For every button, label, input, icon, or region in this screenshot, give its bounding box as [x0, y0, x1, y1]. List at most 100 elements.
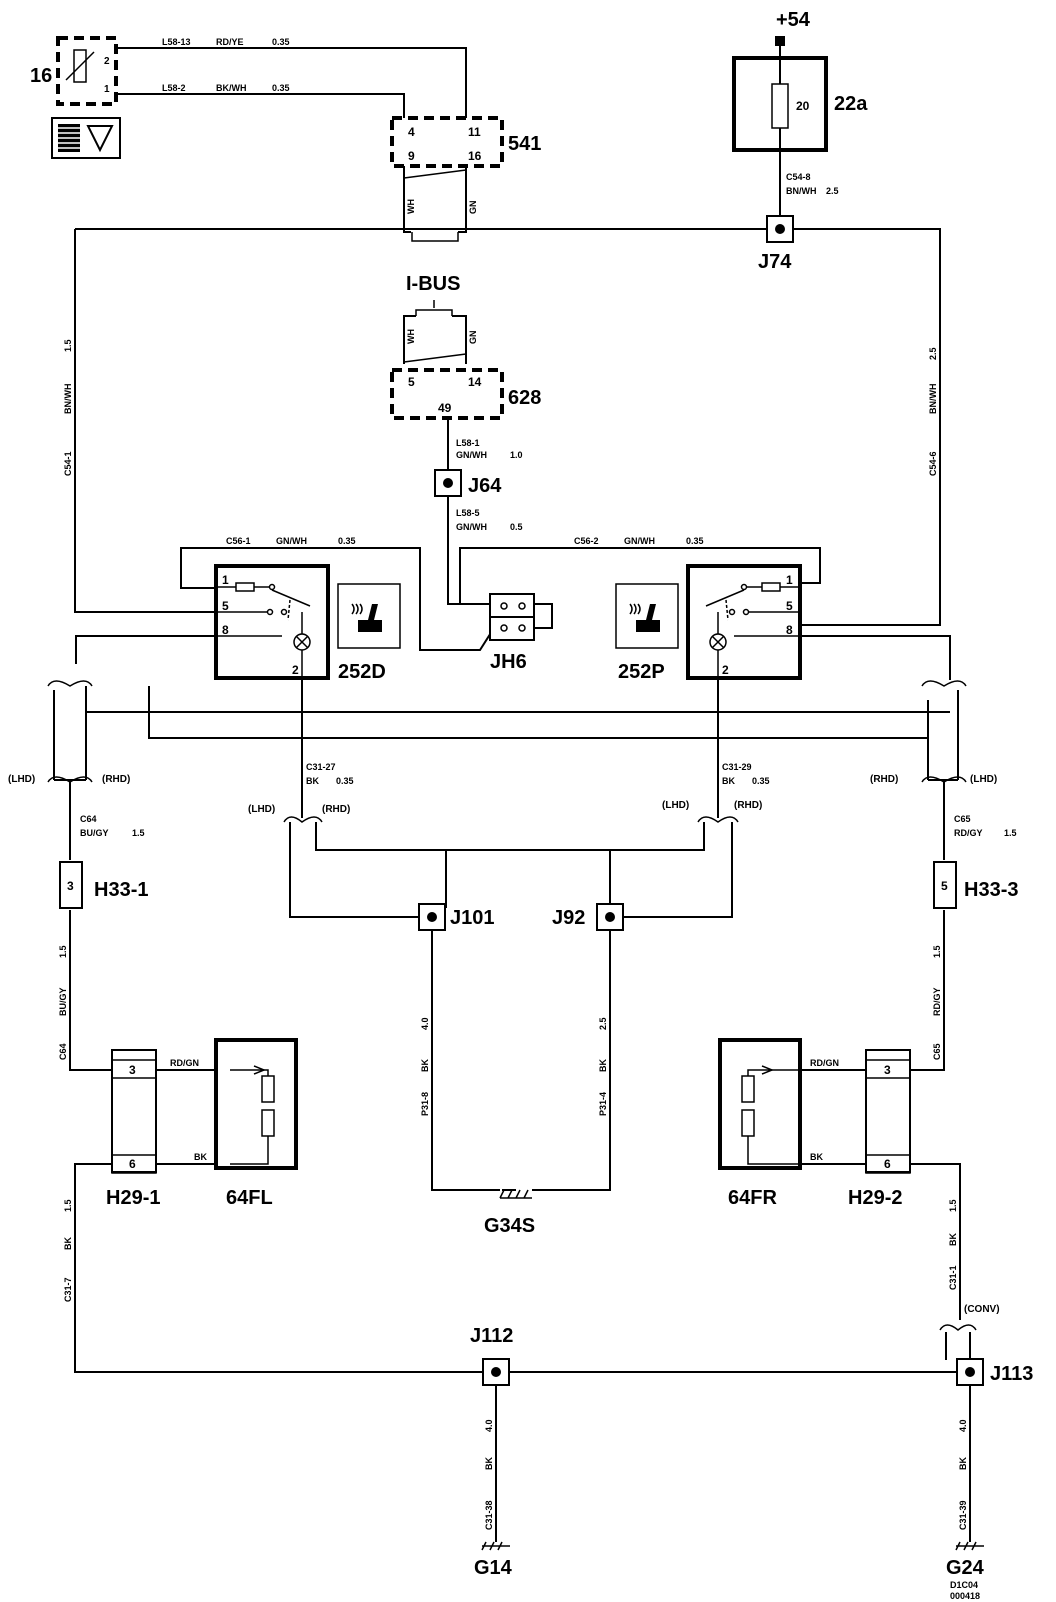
pin-h29-2-6: 6	[884, 1157, 891, 1171]
heater-64fl	[214, 1038, 298, 1170]
pin-252d-5: 5	[222, 599, 229, 613]
wire-size-c64-lower: 1.5	[58, 945, 68, 958]
variant-rhd-252d: (RHD)	[322, 804, 350, 815]
pin-628-14: 14	[468, 375, 482, 389]
wire-label-l58-5: L58-5	[456, 508, 480, 518]
wire-label-c65: C65	[954, 814, 971, 824]
connector-h29-1-frame	[111, 1049, 157, 1173]
wire-ibus-gn-top	[458, 162, 467, 233]
wire-ibus-gn-bottom	[452, 315, 467, 364]
pin-252d-8: 8	[222, 623, 229, 637]
wire-color-c64-lower: BU/GY	[58, 987, 68, 1016]
wire-size-c65: 1.5	[1004, 828, 1017, 838]
wire-size-l58-1: 1.0	[510, 450, 523, 460]
label-j101: J101	[450, 907, 495, 929]
junction-j113	[956, 1358, 984, 1386]
switch-252d-frame	[214, 564, 330, 680]
wire-size-c56-1: 0.35	[338, 536, 356, 546]
wire-color-c31-29: BK	[722, 776, 735, 786]
wire-label-c64-lower: C64	[58, 1043, 68, 1060]
wire-size-c56-2: 0.35	[686, 536, 704, 546]
label-fuse-20: 20	[796, 99, 810, 113]
wire-p31-4	[532, 930, 611, 1191]
wire-size-p31-8: 4.0	[420, 1017, 430, 1030]
wire-label-c54-6: C54-6	[928, 451, 938, 476]
label-252d: 252D	[338, 661, 386, 683]
ground-icon	[499, 1189, 532, 1199]
variant-rhd-252p: (RHD)	[734, 800, 762, 811]
pin-h29-1-3: 3	[129, 1063, 136, 1077]
split-symbol-conv	[939, 1324, 977, 1331]
wire-color-p31-8: BK	[420, 1059, 430, 1072]
heater-64fr	[718, 1038, 802, 1170]
module-541-box	[390, 116, 504, 168]
wire-c31-29-lhd	[445, 822, 705, 908]
seat-heater-icon	[337, 583, 401, 649]
wire-c56-2	[459, 547, 821, 605]
split-symbol-252p	[697, 816, 739, 823]
wire-label-l58-2: L58-2	[162, 83, 186, 93]
label-h29-2: H29-2	[848, 1187, 902, 1209]
wire-label-c31-27: C31-27	[306, 762, 336, 772]
wire-rhd-left-a	[85, 686, 149, 713]
variant-lhd-252d: (LHD)	[248, 804, 275, 815]
wire-color-c31-1: BK	[948, 1233, 958, 1246]
ibus-connector-bottom	[415, 309, 453, 316]
split-symbol-right	[921, 776, 967, 783]
wire-color-p31-4: BK	[598, 1059, 608, 1072]
wire-size-c31-38: 4.0	[484, 1419, 494, 1432]
wire-label-c65-lower: C65	[932, 1043, 942, 1060]
wire-color-l58-5: GN/WH	[456, 522, 487, 532]
label-22a: 22a	[834, 93, 868, 115]
wire-ibus-wh-bottom	[403, 315, 416, 364]
split-symbol-left-top	[47, 680, 93, 687]
wire-color-c31-27: BK	[306, 776, 319, 786]
wire-color-c56-2: GN/WH	[624, 536, 655, 546]
pin-628-5: 5	[408, 375, 415, 389]
wire-label-c31-39: C31-39	[958, 1500, 968, 1530]
wire-size-c64: 1.5	[132, 828, 145, 838]
label-h29-1: H29-1	[106, 1187, 160, 1209]
wire-size-l58-5: 0.5	[510, 522, 523, 532]
pin-252d-1: 1	[222, 573, 229, 587]
seat-heater-icon	[615, 583, 679, 649]
label-j64: J64	[468, 475, 502, 497]
wire-label-c56-1: C56-1	[226, 536, 251, 546]
wire-gn-top: GN	[468, 201, 478, 215]
wire-size-c31-29: 0.35	[752, 776, 770, 786]
switch-252p-frame	[686, 564, 802, 680]
label-jh6: JH6	[490, 651, 527, 673]
variant-lhd-252p: (LHD)	[662, 800, 689, 811]
wire-c31-7	[74, 1163, 482, 1373]
variant-conv: (CONV)	[964, 1304, 1000, 1315]
wire-ibus-wh-top	[403, 162, 411, 233]
component-16	[51, 36, 121, 159]
pin-h29-1-6: 6	[129, 1157, 136, 1171]
label-j74: J74	[758, 251, 792, 273]
wire-c65-lower	[908, 910, 945, 1071]
switch-252p	[686, 564, 802, 680]
wire-color-l58-1: GN/WH	[456, 450, 487, 460]
label-g24: G24	[946, 1557, 985, 1579]
label-j112: J112	[470, 1325, 513, 1347]
label-j113: J113	[990, 1363, 1033, 1385]
wire-bk-right-label: BK	[810, 1152, 823, 1162]
wire-rdgn-right-label: RD/GN	[810, 1058, 839, 1068]
wire-size-p31-4: 2.5	[598, 1017, 608, 1030]
wire-label-c54-1: C54-1	[63, 451, 73, 476]
wire-gn-bottom: GN	[468, 331, 478, 345]
connector-h29-2	[865, 1049, 911, 1174]
variant-rhd-left: (RHD)	[102, 774, 130, 785]
pin-16-2: 2	[104, 56, 110, 67]
wire-color-c56-1: GN/WH	[276, 536, 307, 546]
split-symbol-right-top	[921, 680, 967, 687]
terminal-plus54	[775, 36, 785, 46]
label-g14: G14	[474, 1557, 513, 1579]
wire-c31-1	[908, 1163, 961, 1320]
wire-color-l58-2: BK/WH	[216, 83, 247, 93]
wire-label-c31-7: C31-7	[63, 1277, 73, 1302]
wire-color-c31-38: BK	[484, 1457, 494, 1470]
split-symbol-252d	[283, 816, 323, 823]
wire-252d-pin8	[75, 635, 216, 664]
wire-p31-8	[431, 930, 500, 1191]
